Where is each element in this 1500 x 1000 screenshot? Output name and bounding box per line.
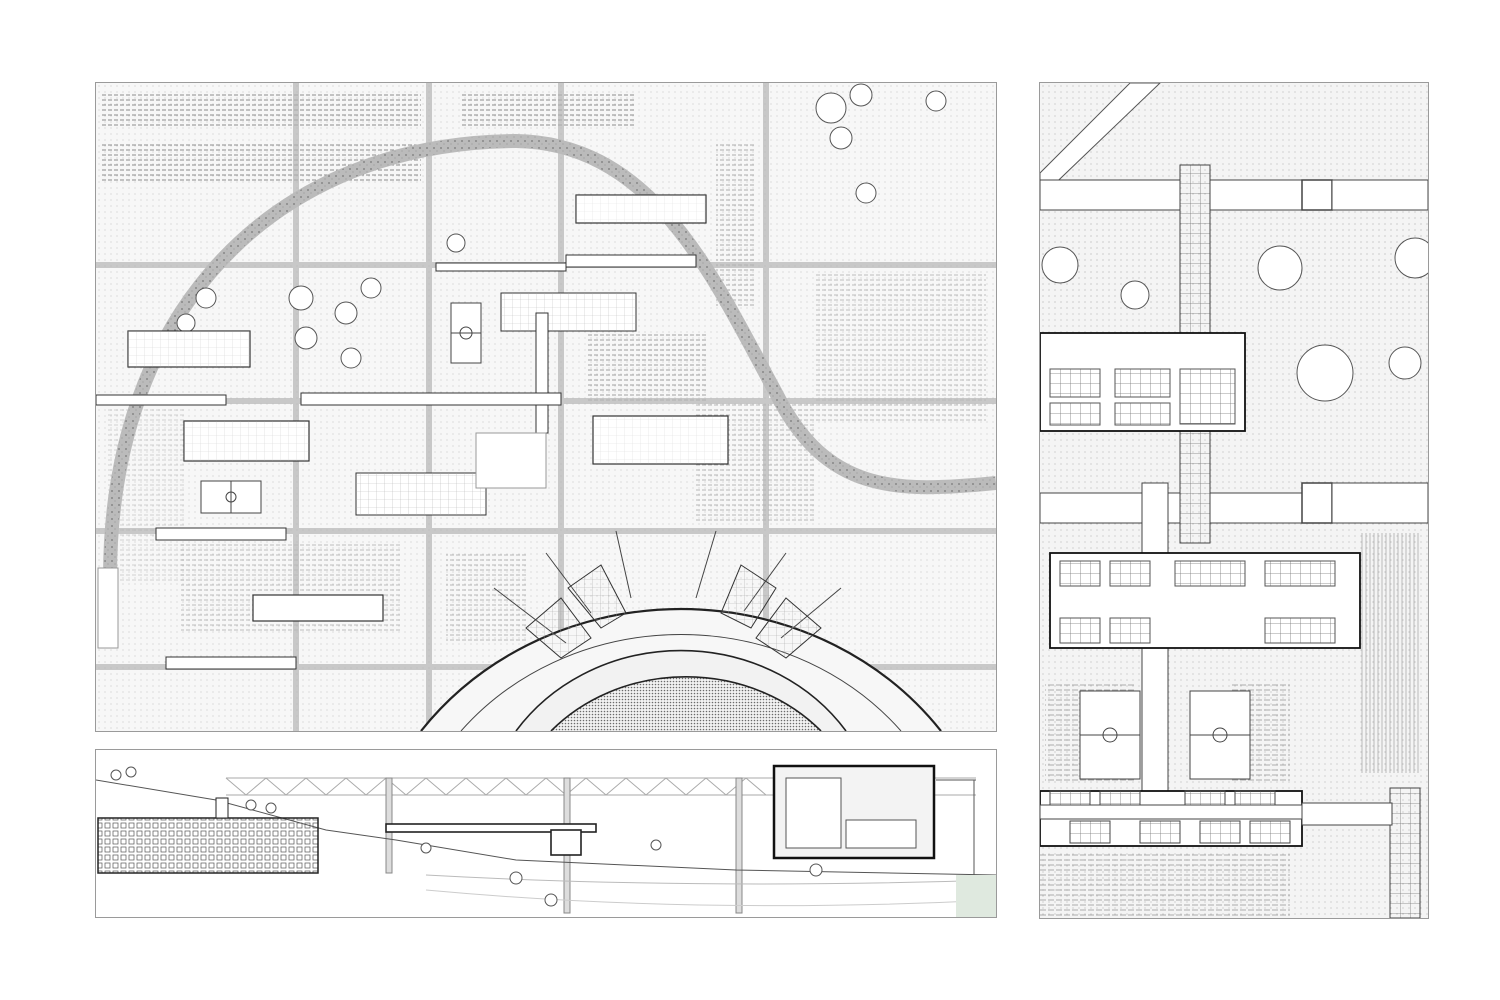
detail-plan-panel [1039, 82, 1429, 919]
site-plan-drawing [96, 83, 996, 731]
tree-icon [110, 766, 823, 907]
tree-icon [1041, 237, 1428, 402]
football-pitch-icon [200, 302, 482, 514]
ground-fill [956, 875, 996, 917]
classroom-blocks [1040, 332, 1361, 649]
detail-plan-drawing [1040, 83, 1428, 918]
diagonal-path [1040, 83, 1161, 199]
corridors [1040, 179, 1428, 794]
middle-platform [385, 823, 597, 856]
site-plan-panel [95, 82, 997, 732]
tree-icon [176, 83, 947, 369]
page-data-note [0, 0, 1, 1]
football-pitch-icon [1079, 690, 1251, 780]
buildings [96, 194, 729, 670]
bottom-building-row [1040, 790, 1393, 847]
right-section-block [772, 764, 976, 875]
section-panel [95, 749, 997, 918]
section-drawing [96, 764, 996, 917]
amphitheatre [420, 530, 942, 731]
left-building [97, 797, 319, 874]
